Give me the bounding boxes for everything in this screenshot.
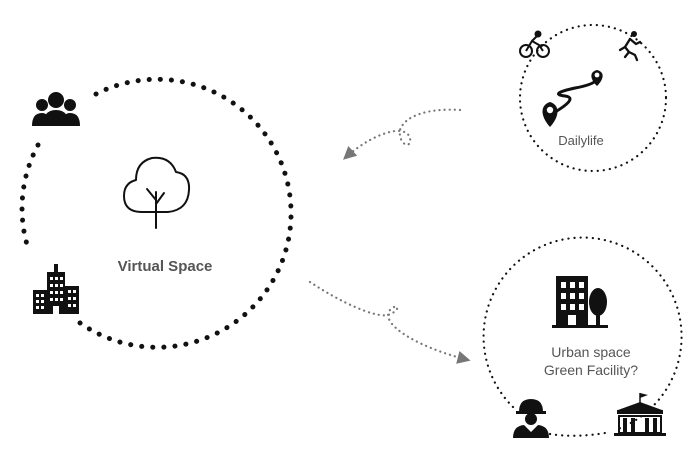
arrow-daily-to-virtual-line <box>343 108 462 160</box>
dailylife-ring <box>518 23 668 173</box>
urban-space-ring <box>482 236 683 431</box>
dailylife-label: Dailylife <box>558 133 604 148</box>
virtual-space-node: Virtual Space <box>19 76 294 350</box>
urban-space-label-line1: Urban space <box>551 344 631 360</box>
urban-space-node: Urban space Green Facility? <box>482 236 683 438</box>
virtual-space-ring <box>73 76 294 350</box>
arrow-daily-to-virtual <box>343 108 462 160</box>
worker-icon <box>513 399 549 438</box>
arrow-virtual-to-urban <box>308 280 471 364</box>
route-pins-icon <box>542 70 603 127</box>
building-tree-icon <box>552 276 608 328</box>
virtual-space-ring-left <box>19 142 41 251</box>
urban-space-ring-bottom <box>548 431 607 437</box>
tree-icon <box>123 156 191 229</box>
office-buildings-icon <box>33 264 79 314</box>
runner-icon <box>618 31 642 62</box>
government-building-icon <box>614 393 666 436</box>
dailylife-node: Dailylife <box>518 23 668 173</box>
urban-space-label-line2: Green Facility? <box>544 362 638 378</box>
arrow-virtual-to-urban-line <box>308 280 471 364</box>
virtual-space-label: Virtual Space <box>118 258 213 275</box>
cyclist-icon <box>519 30 550 58</box>
people-group-icon <box>32 92 80 126</box>
